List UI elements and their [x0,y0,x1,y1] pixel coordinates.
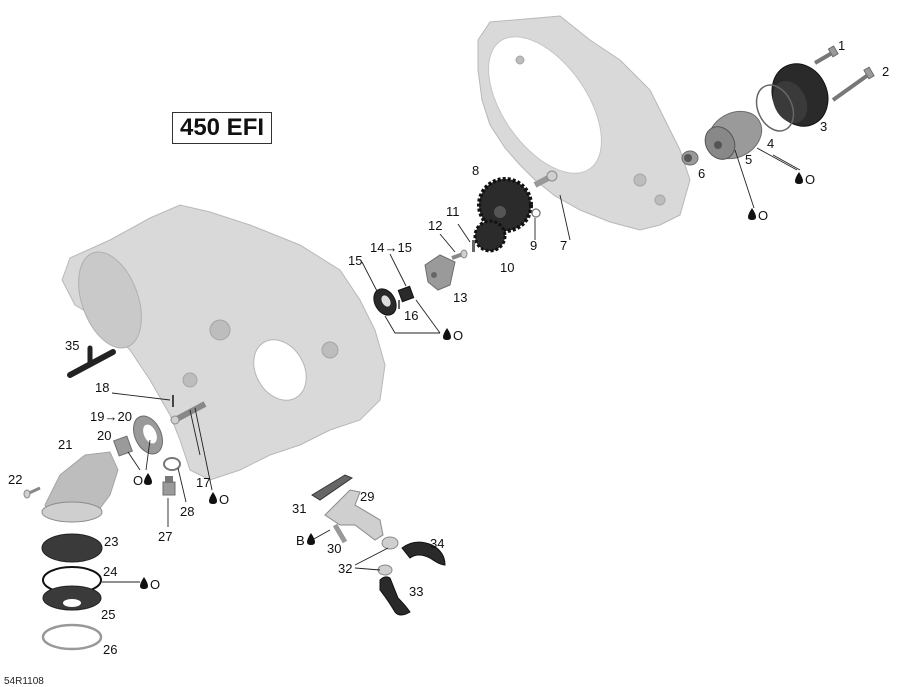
label-4: 4 [767,136,774,151]
part-3-filter-cover[interactable] [762,55,838,136]
oil-callout-17: O [209,492,229,507]
svg-text:O: O [219,492,229,507]
label-10: 10 [500,260,514,275]
label-16: 16 [404,308,418,323]
oil-drop-icon [144,473,152,485]
part-11-pin[interactable] [472,240,475,252]
label-33: 33 [409,584,423,599]
part-29-oil-pipe[interactable] [324,489,384,541]
part-10-gear[interactable] [473,219,507,253]
part-19-outer-rotor[interactable] [128,411,168,458]
label-11: 11 [446,204,460,219]
part-26-o-ring[interactable] [41,623,103,651]
oil-callout-3-4: O [795,172,815,187]
label-14-15: 14→15 [370,240,412,255]
label-12: 12 [428,218,442,233]
svg-text:O: O [758,208,768,223]
part-25-strainer[interactable] [42,585,102,611]
grease-drop-icon [307,533,315,545]
oil-drop-icon [209,492,217,504]
crankcase-housing [61,204,386,481]
part-20-inner-rotor[interactable] [113,435,133,457]
label-25: 25 [101,607,115,622]
part-22-screw[interactable] [23,486,41,499]
label-6: 6 [698,166,705,181]
part-30-bolt[interactable] [332,523,348,544]
oil-callout-13-16: O [443,328,463,343]
label-5: 5 [745,152,752,167]
part-12-screw[interactable] [451,249,468,260]
part-28-washer[interactable] [163,457,181,471]
part-31-gasket[interactable] [311,474,354,501]
part-33-hose[interactable] [379,576,411,616]
label-26: 26 [103,642,117,657]
part-1-bolt[interactable] [813,45,839,65]
part-9-circlip[interactable] [531,208,541,218]
label-20: 20 [97,428,111,443]
label-28: 28 [180,504,194,519]
label-32: 32 [338,561,352,576]
label-8: 8 [472,163,479,178]
label-9: 9 [530,238,537,253]
part-15-outer-rotor[interactable] [369,285,400,319]
part-labels: 1 2 3 4 5 6 7 8 9 10 11 12 13 14→15 15 1… [8,38,889,657]
part-34-hose[interactable] [401,541,446,566]
part-2-bolt[interactable] [831,66,875,102]
label-31: 31 [292,501,306,516]
oil-drop-icon [443,328,451,340]
svg-text:B: B [296,533,305,548]
part-32-clamp-lower[interactable] [377,564,393,576]
part-32-clamp-upper[interactable] [381,536,399,550]
grease-callout-30: B [296,533,315,548]
part-27-drain-plug[interactable] [162,476,176,496]
label-2: 2 [882,64,889,79]
label-17: 17 [196,475,210,490]
part-6-plug[interactable] [681,150,699,166]
label-24: 24 [103,564,117,579]
label-18: 18 [95,380,109,395]
part-5-oil-filter[interactable] [699,102,770,168]
part-16-pin[interactable] [398,300,400,309]
label-22: 22 [8,472,22,487]
label-29: 29 [360,489,374,504]
oil-drop-icon [795,172,803,184]
label-13: 13 [453,290,467,305]
label-3: 3 [820,119,827,134]
label-19-20: 19→20 [90,409,132,424]
label-35: 35 [65,338,79,353]
svg-text:O: O [150,577,160,592]
model-label: 450 EFI [172,112,272,144]
part-13-pump-cover[interactable] [424,254,456,291]
reference-code: 54R1108 [4,676,44,687]
label-21: 21 [58,437,72,452]
svg-text:O: O [133,473,143,488]
oil-drop-icon [140,577,148,589]
label-15: 15 [348,253,362,268]
part-8-gear[interactable] [477,177,533,233]
part-14-inner-rotor[interactable] [397,285,415,303]
oil-callout-24: O [140,577,160,592]
label-1: 1 [838,38,845,53]
label-34: 34 [430,536,444,551]
part-35-fitting[interactable] [67,345,116,378]
part-21-strainer-cover[interactable] [41,451,119,523]
label-30: 30 [327,541,341,556]
lubrication-symbols: O O O O O O B [133,172,815,592]
leader-lines [102,147,801,583]
part-23-strainer-screen[interactable] [41,533,103,563]
part-18-pin[interactable] [172,395,174,407]
oil-callout-19-20: O [133,473,152,488]
part-4-o-ring[interactable] [749,79,800,137]
svg-text:O: O [453,328,463,343]
svg-text:O: O [805,172,815,187]
label-27: 27 [158,529,172,544]
label-23: 23 [104,534,118,549]
part-7-shaft[interactable] [533,170,558,188]
crankcase-cover-housing [477,15,691,231]
label-7: 7 [560,238,567,253]
oil-callout-5: O [748,208,768,223]
oil-drop-icon [748,208,756,220]
